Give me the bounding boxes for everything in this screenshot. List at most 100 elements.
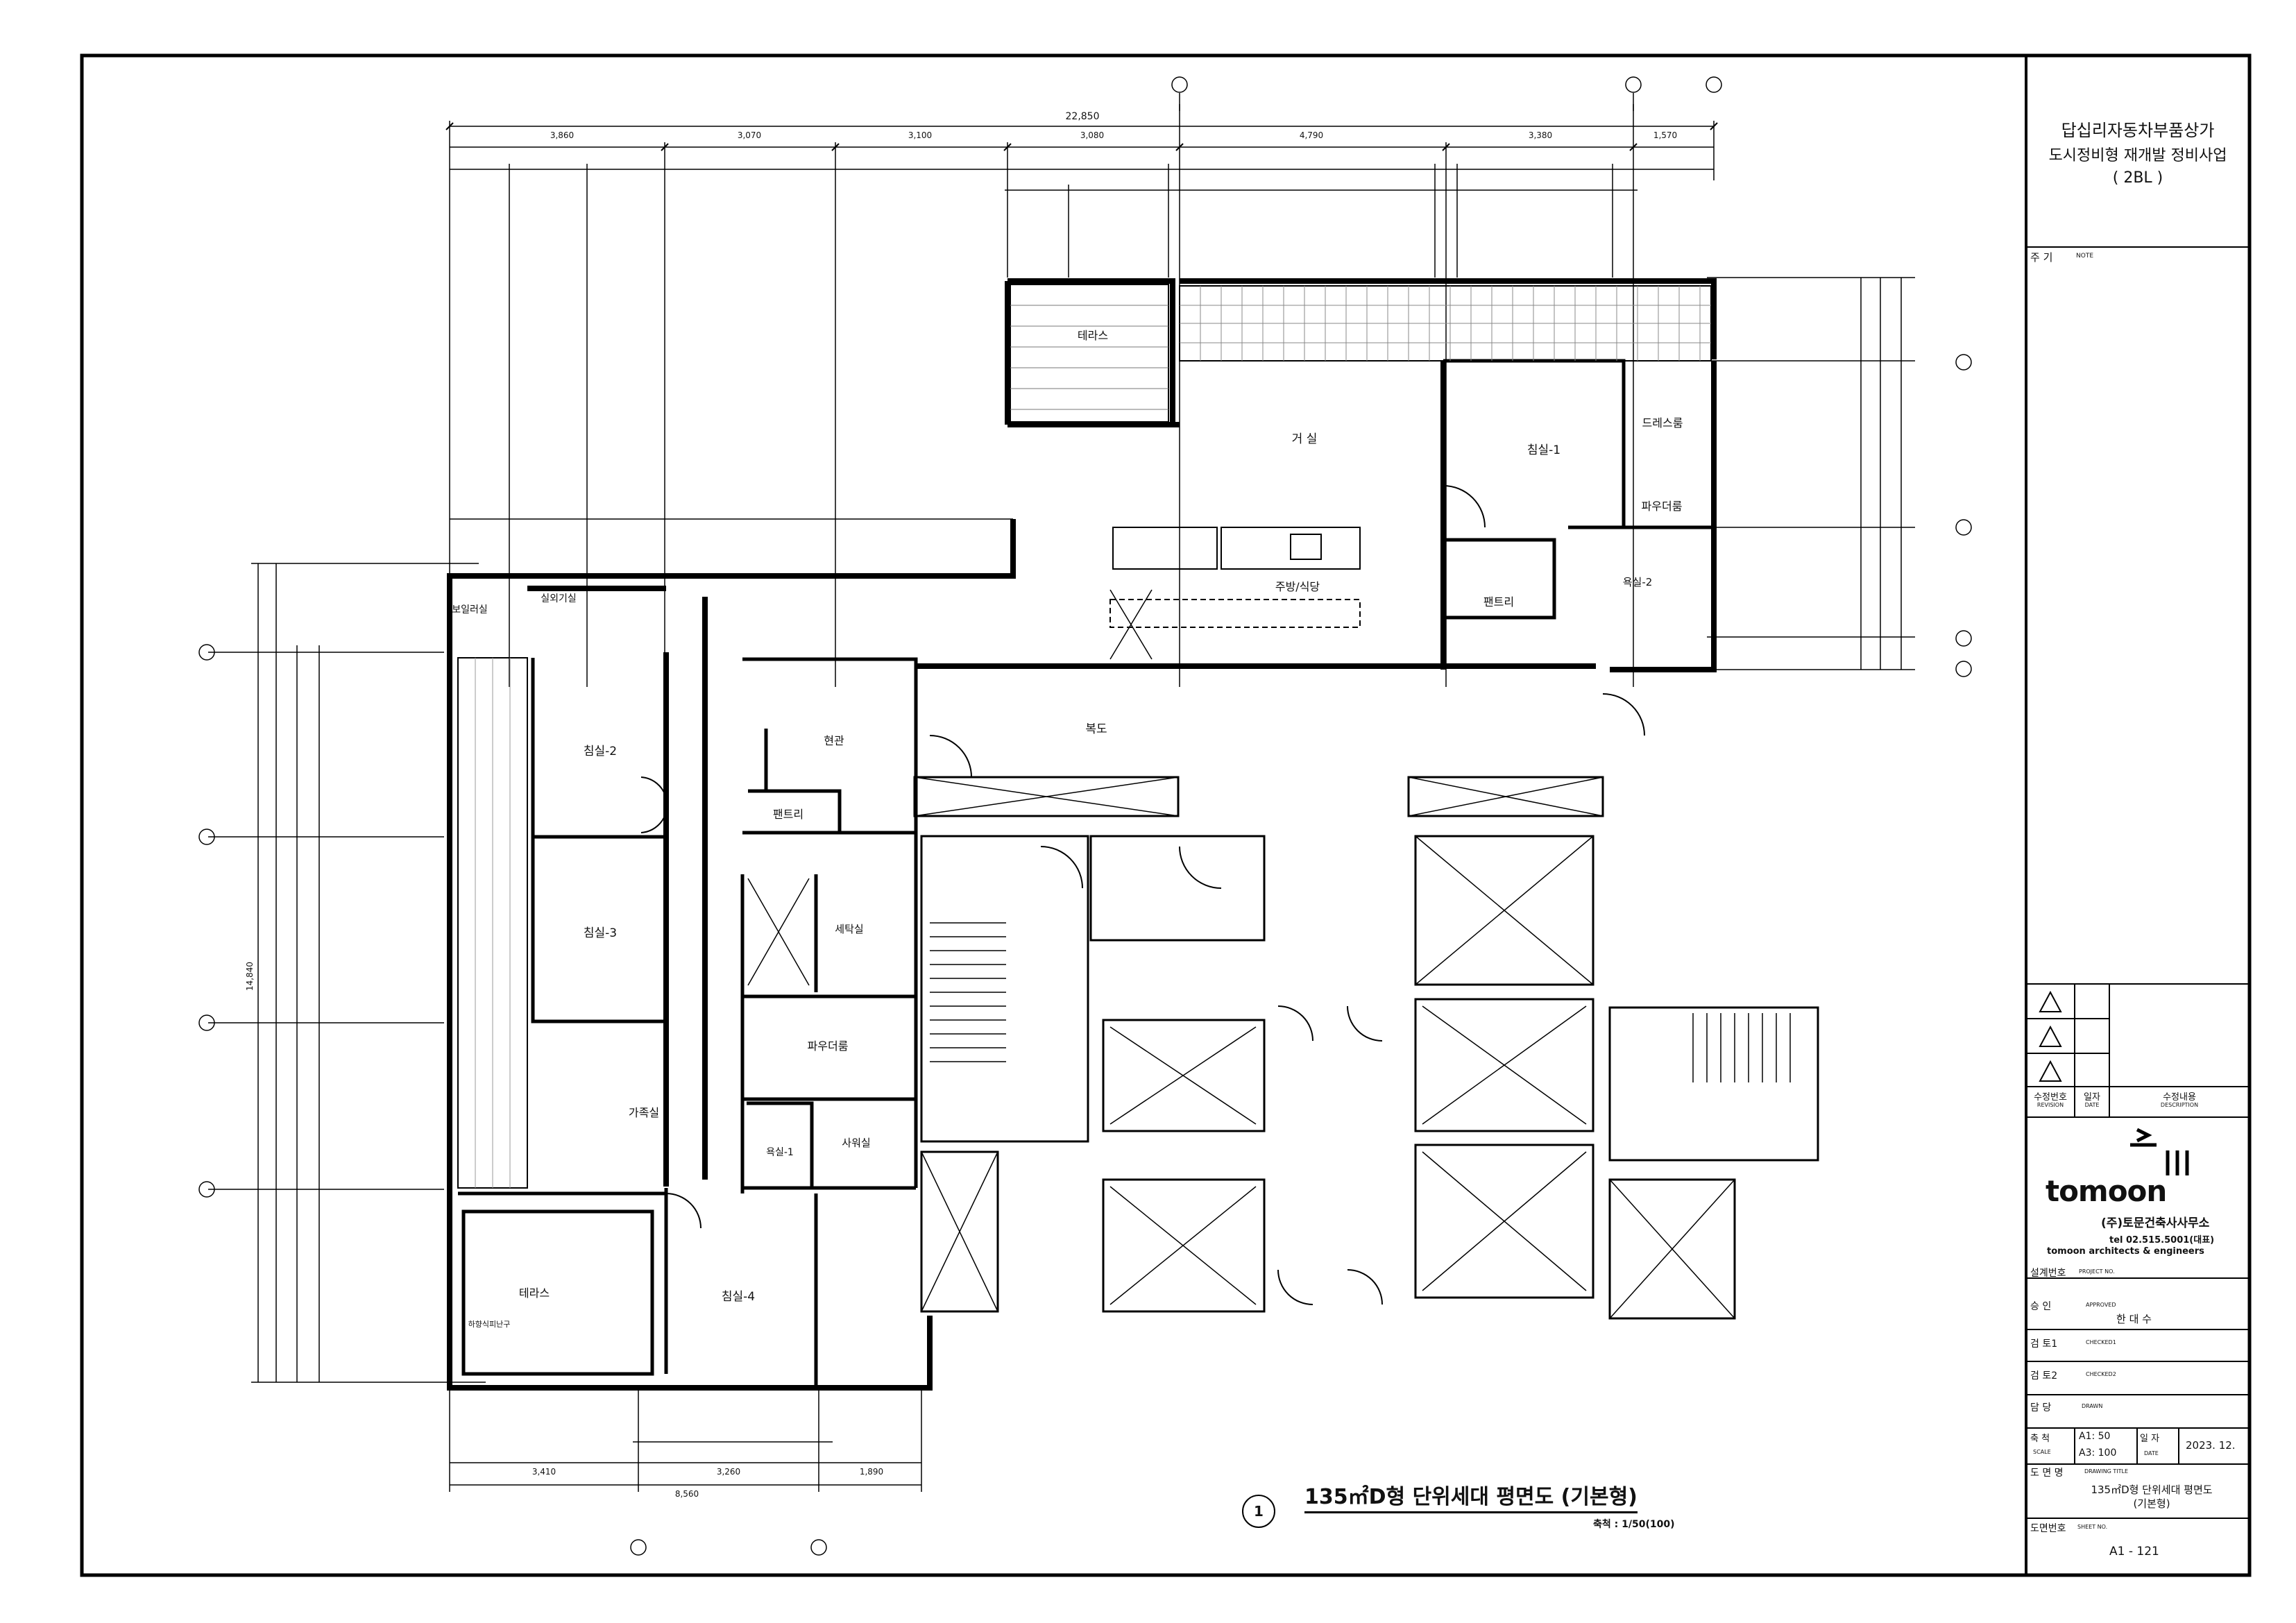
room-label-bath-1: 욕실-1 — [766, 1147, 794, 1158]
door-swings — [640, 485, 1645, 1305]
room-label-corridor: 복도 — [1085, 722, 1107, 736]
room-label-shower: 사워실 — [842, 1137, 871, 1149]
scale-label: 축 척 — [2030, 1434, 2050, 1444]
revision-date-label: 일자 — [2084, 1092, 2100, 1103]
revision-triangles — [2039, 990, 2062, 1082]
revision-no-label: 수정번호 — [2034, 1092, 2067, 1103]
approved-en: APPROVED — [2086, 1302, 2116, 1308]
date-label: 일 자 — [2140, 1434, 2160, 1444]
room-label-pantry-1: 팬트리 — [1483, 595, 1515, 609]
approved-value: 한 대 수 — [2116, 1313, 2152, 1325]
dim-left-total: 14,840 — [245, 962, 255, 991]
dining-table — [1112, 527, 1218, 570]
company-name-en: tomoon architects & engineers — [2047, 1246, 2204, 1257]
company-logo-text: tomoon — [2046, 1174, 2167, 1208]
dim-top-row2-2: 3,100 — [908, 130, 933, 140]
drawing-title-value2: (기본형) — [2133, 1497, 2170, 1510]
dim-top-row2-4: 4,790 — [1299, 130, 1324, 140]
stair-treads — [930, 922, 1791, 1082]
revision-desc-en: DESCRIPTION — [2160, 1102, 2199, 1108]
scale-a1: A1: 50 — [2079, 1431, 2111, 1442]
note-label: 주 기 — [2030, 251, 2053, 264]
elevator-shafts — [747, 589, 1735, 1319]
kitchen-counter — [1109, 599, 1361, 628]
drawing-number: 1 — [1242, 1495, 1275, 1528]
revision-desc-label: 수정내용 — [2163, 1092, 2196, 1103]
drawn-en: DRAWN — [2082, 1403, 2103, 1409]
sheet-no-label: 도면번호 — [2030, 1523, 2066, 1534]
project-name-line1: 답십리자동차부품상가 — [2061, 121, 2215, 140]
room-label-pantry-2: 팬트리 — [772, 808, 804, 821]
dimension-lines-left — [208, 563, 486, 1383]
checked1-label: 검 토1 — [2030, 1339, 2058, 1350]
grid-bubbles — [198, 76, 1972, 1556]
balcony-tile-grid — [1180, 286, 1711, 361]
room-label-bedroom-3: 침실-3 — [583, 926, 618, 940]
room-label-family: 가족실 — [628, 1106, 660, 1119]
company-mark — [2130, 1128, 2189, 1175]
revision-date-en: DATE — [2084, 1102, 2100, 1108]
dim-top-row2-0: 3,860 — [550, 130, 575, 140]
room-label-dressroom: 드레스룸 — [1642, 416, 1683, 430]
dim-top-row2-6: 1,570 — [1653, 130, 1678, 140]
room-label-terrace-lower: 테라스 — [518, 1286, 550, 1300]
sheet-border — [80, 53, 2252, 1577]
company-name-ko: (주)토문건축사사무소 — [2101, 1216, 2210, 1230]
room-label-bedroom-4: 침실-4 — [721, 1290, 756, 1304]
dimension-lines-bottom — [449, 1388, 922, 1492]
date-value: 2023. 12. — [2186, 1439, 2236, 1452]
project-name-line3: ( 2BL ) — [2112, 169, 2163, 187]
kitchen-island — [1221, 527, 1361, 570]
room-label-living: 거 실 — [1291, 432, 1318, 446]
dim-bottom-row2-2: 1,890 — [859, 1467, 884, 1477]
sheet-no-en: SHEET NO. — [2077, 1524, 2108, 1530]
sheet-no-value: A1 - 121 — [2109, 1545, 2159, 1558]
room-label-outdoor-unit: 실외기실 — [541, 593, 577, 604]
exterior-walls — [447, 278, 1717, 1391]
drawing-scale: 축척 : 1/50(100) — [1593, 1519, 1675, 1530]
revision-no-en: REVISION — [2036, 1102, 2064, 1108]
room-label-bath-2: 욕실-2 — [1622, 576, 1653, 588]
dim-top-total: 22,850 — [1066, 111, 1100, 122]
terrace-upper — [1010, 284, 1169, 423]
left-balcony-grid — [475, 658, 511, 1188]
dim-bottom-row2-0: 3,410 — [532, 1467, 556, 1477]
dim-top-row2-1: 3,070 — [737, 130, 762, 140]
dim-top-row2-3: 3,080 — [1080, 130, 1105, 140]
room-label-boiler: 보일러실 — [452, 604, 488, 615]
scale-en: SCALE — [2033, 1449, 2051, 1455]
room-label-laundry: 세탁실 — [835, 923, 864, 935]
drawing-title-value1: 135㎡D형 단위세대 평면도 — [2091, 1484, 2213, 1496]
project-no-en: PROJECT NO. — [2079, 1268, 2115, 1275]
stair-core — [913, 776, 1819, 1320]
drawing-title-en: DRAWING TITLE — [2084, 1468, 2129, 1475]
project-no-label: 설계번호 — [2030, 1268, 2066, 1279]
dim-top-row2-5: 3,380 — [1528, 130, 1553, 140]
dimension-lines-top — [449, 104, 1715, 687]
cooktop — [1290, 534, 1322, 560]
drawing-title: 135㎡D형 단위세대 평면도 (기본형) — [1304, 1479, 1638, 1513]
dimension-ticks-top — [445, 122, 1718, 151]
interior-walls — [458, 359, 1714, 1388]
checked1-en: CHECKED1 — [2086, 1339, 2116, 1345]
room-label-entrance: 현관 — [824, 734, 844, 747]
room-label-powder-1: 파우더룸 — [1641, 500, 1683, 513]
room-label-evac-hatch: 하향식피난구 — [468, 1320, 511, 1329]
note-label-en: NOTE — [2076, 253, 2094, 260]
company-tel: tel 02.515.5001(대표) — [2109, 1235, 2215, 1246]
room-label-terrace-upper: 테라스 — [1077, 329, 1109, 342]
drawing-title-label: 도 면 명 — [2030, 1468, 2064, 1479]
dim-bottom-row2-1: 3,260 — [716, 1467, 741, 1477]
scale-a3: A3: 100 — [2079, 1447, 2117, 1459]
dim-bottom-total: 8,560 — [674, 1489, 699, 1499]
checked2-en: CHECKED2 — [2086, 1371, 2116, 1377]
room-label-bedroom-2: 침실-2 — [583, 745, 618, 758]
dimension-lines-right — [1707, 277, 1915, 670]
top-dimension-text: 22,850 — [1066, 111, 1100, 122]
project-name-line2: 도시정비형 재개발 정비사업 — [2048, 147, 2227, 164]
terrace-upper-hatch — [1010, 305, 1168, 410]
checked2-label: 검 토2 — [2030, 1370, 2058, 1382]
date-en: DATE — [2144, 1450, 2159, 1456]
title-block-grid — [2026, 246, 2250, 1519]
